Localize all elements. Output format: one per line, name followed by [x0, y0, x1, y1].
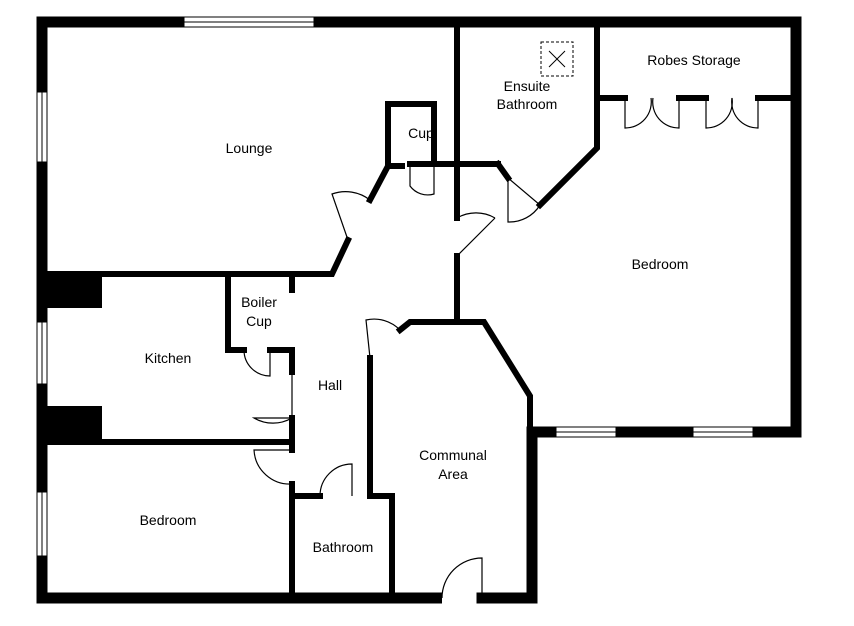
room-labels: Lounge Cup Ensuite Bathroom Robes Storag… [140, 52, 741, 555]
label-robes-storage: Robes Storage [647, 52, 741, 68]
ensuite-right-wall [535, 19, 600, 210]
label-bedroom-main: Bedroom [632, 256, 689, 272]
label-bathroom: Bathroom [313, 539, 374, 555]
doors [243, 97, 759, 599]
boiler-cup-walls [225, 271, 295, 375]
door-ensuite [507, 176, 541, 223]
door-kitchen [251, 372, 293, 424]
ensuite-door-jamb [493, 159, 513, 183]
cup-walls [365, 101, 437, 205]
door-communal [365, 318, 401, 359]
label-hall: Hall [318, 377, 342, 393]
label-ensuite-1: Ensuite [504, 78, 551, 94]
label-communal-2: Area [438, 466, 468, 482]
windows [36, 16, 754, 557]
label-kitchen: Kitchen [145, 350, 192, 366]
kitchen-chimney-top [42, 274, 102, 308]
kitchen-chimney-bottom [42, 406, 102, 442]
label-lounge: Lounge [226, 140, 273, 156]
communal-left-wall [367, 355, 395, 601]
door-bedroom-second [253, 449, 293, 485]
label-bedroom-second: Bedroom [140, 512, 197, 528]
lounge-bottom-wall [39, 236, 352, 277]
door-robes-3 [705, 97, 733, 129]
door-cup [409, 166, 435, 196]
label-boiler-2: Cup [246, 313, 272, 329]
label-boiler-1: Boiler [241, 294, 277, 310]
door-boiler-cup [243, 349, 271, 377]
label-ensuite-2: Bathroom [497, 96, 558, 112]
door-robes-4 [731, 97, 759, 129]
door-robes-2 [652, 97, 680, 129]
label-communal-1: Communal [419, 447, 487, 463]
door-bedroom-main [456, 212, 496, 257]
label-cup: Cup [408, 125, 434, 141]
door-entrance [441, 557, 483, 599]
door-robes-1 [624, 97, 652, 129]
skylight-icon [540, 41, 574, 77]
door-lounge [331, 191, 371, 241]
communal-top-wall [395, 319, 533, 435]
door-bathroom [319, 463, 353, 497]
bathroom-walls [289, 481, 323, 601]
